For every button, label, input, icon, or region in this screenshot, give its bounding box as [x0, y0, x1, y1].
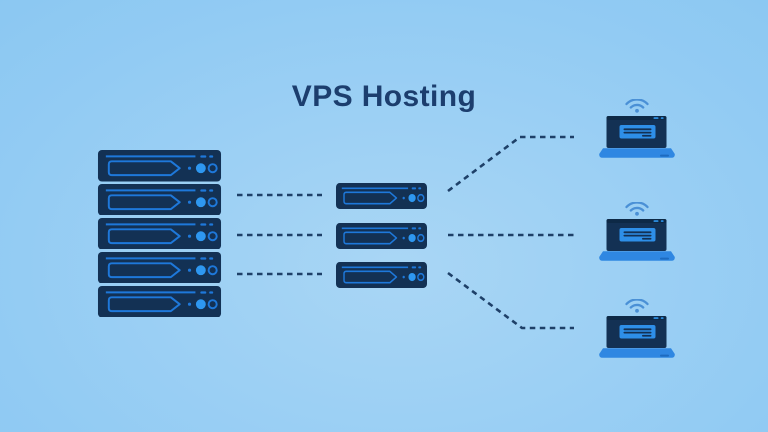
status-led-icon [187, 234, 192, 238]
power-button-icon [195, 298, 206, 309]
drive-bay-icon [107, 194, 181, 210]
port-ring-icon [207, 230, 218, 242]
port-ring-icon [417, 272, 425, 282]
drive-bay-icon [107, 295, 181, 312]
port-ring-icon [417, 193, 425, 203]
client-laptop-2 [599, 202, 675, 261]
port-ring-icon [207, 163, 218, 174]
rack-server-unit-2 [97, 183, 222, 216]
wifi-icon [625, 99, 649, 113]
power-button-icon [195, 264, 206, 275]
laptop-screen [606, 316, 667, 348]
drive-bay-icon [107, 228, 181, 244]
power-button-icon [195, 197, 206, 208]
wifi-icon [625, 202, 649, 216]
drive-bay-icon [107, 262, 181, 278]
page-title: VPS Hosting [291, 80, 477, 113]
power-button-icon [195, 231, 206, 241]
status-led-icon [402, 236, 405, 240]
status-led-icon [187, 200, 192, 204]
status-led-icon [187, 302, 192, 306]
rack-server-unit-5 [97, 285, 222, 318]
port-ring-icon [207, 298, 218, 309]
hosted-server-window-icon [619, 125, 656, 139]
power-button-icon [195, 163, 206, 174]
power-button-icon [408, 233, 416, 243]
hosted-server-window-icon [619, 228, 656, 242]
status-led-icon [187, 268, 192, 272]
status-led-icon [402, 196, 405, 200]
connector-vps3-to-laptop3 [447, 271, 574, 330]
vps-server-1 [336, 183, 427, 209]
laptop-screen [606, 219, 667, 251]
server-rack [97, 150, 222, 318]
vps-server-2 [336, 223, 427, 249]
status-led-icon [402, 275, 405, 279]
power-button-icon [408, 193, 416, 203]
laptop-screen [606, 116, 667, 148]
drive-bay-icon [343, 231, 398, 245]
laptop-base [599, 348, 675, 358]
client-laptop-1 [599, 99, 675, 158]
port-ring-icon [417, 233, 425, 243]
status-led-icon [187, 166, 192, 170]
laptop-base [599, 251, 675, 261]
port-ring-icon [207, 264, 218, 275]
connector-vps1-to-laptop1 [447, 135, 574, 193]
rack-server-unit-1 [97, 150, 222, 182]
rack-server-unit-4 [97, 251, 222, 284]
vps-server-3 [336, 262, 427, 288]
rack-server-unit-3 [97, 217, 222, 250]
client-laptop-3 [599, 299, 675, 358]
drive-bay-icon [343, 191, 398, 205]
wifi-icon [625, 299, 649, 313]
drive-bay-icon [107, 160, 181, 177]
laptop-base [599, 148, 675, 158]
power-button-icon [408, 272, 416, 282]
drive-bay-icon [343, 270, 398, 284]
port-ring-icon [207, 197, 218, 208]
hosted-server-window-icon [619, 325, 656, 339]
